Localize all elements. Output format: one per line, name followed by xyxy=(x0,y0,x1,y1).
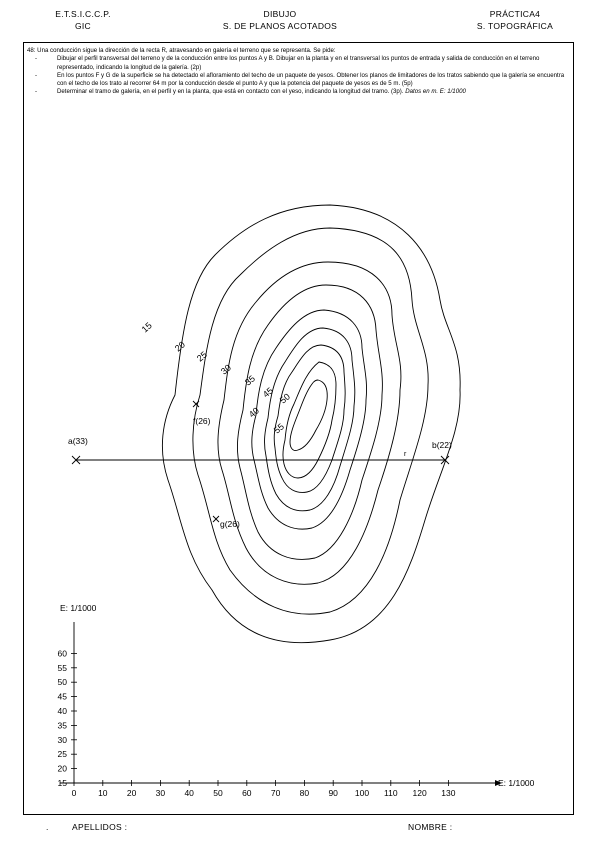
drawing-frame xyxy=(23,42,574,815)
profile-axes: E: 1/1000 E: 1/1000 60 55 50 45 40 35 30 25 20 15… xyxy=(58,603,535,798)
contour-50 xyxy=(282,361,337,479)
x-tick-label: 120 xyxy=(413,788,427,798)
y-tick-label: 60 xyxy=(58,648,68,658)
y-tick-label: 15 xyxy=(58,778,68,788)
x-tick-label: 100 xyxy=(355,788,369,798)
contour-label: 20 xyxy=(173,339,187,353)
x-tick-label: 80 xyxy=(300,788,310,798)
vertical-scale-label: E: 1/1000 xyxy=(60,603,97,613)
contour-label: 55 xyxy=(272,421,286,435)
contour-label: 50 xyxy=(278,391,292,405)
y-tick-label: 25 xyxy=(58,749,68,759)
y-tick-label: 35 xyxy=(58,720,68,730)
header-center: DIBUJO S. DE PLANOS ACOTADOS xyxy=(190,8,370,32)
contour-label: 30 xyxy=(219,362,233,376)
contour-label: 45 xyxy=(261,385,275,399)
point-a-label: a(33) xyxy=(68,436,88,446)
x-tick-label: 60 xyxy=(242,788,252,798)
x-axis-arrow xyxy=(495,780,502,786)
contour-label: 40 xyxy=(247,405,261,419)
contour-label: 25 xyxy=(195,349,209,363)
x-tick-label: 0 xyxy=(72,788,77,798)
y-tick-label: 55 xyxy=(58,663,68,673)
school-name: E.T.S.I.C.C.P. xyxy=(55,9,111,19)
contour-40 xyxy=(264,327,356,512)
x-tick-group: 0 10 20 30 40 50 60 70 80 90 100 110 120 130 xyxy=(72,780,456,798)
task-2: -En los puntos F y G de la superficie se… xyxy=(35,71,565,88)
x-tick-label: 40 xyxy=(184,788,194,798)
line-r: a(33) b(22) r xyxy=(68,436,452,465)
point-f-marker xyxy=(192,400,200,408)
x-tick-label: 90 xyxy=(328,788,338,798)
point-g-marker xyxy=(212,515,220,523)
subject-name: DIBUJO xyxy=(263,9,297,19)
contour-15 xyxy=(161,204,461,644)
contour-lines xyxy=(161,204,461,644)
topic-name: S. DE PLANOS ACOTADOS xyxy=(222,21,338,31)
contour-20 xyxy=(192,227,429,615)
point-a-marker xyxy=(71,455,81,465)
point-f: f(26) xyxy=(192,400,211,426)
practice-topic: S. TOPOGRÁFICA xyxy=(476,21,554,31)
contour-55 xyxy=(289,379,328,451)
x-tick-label: 70 xyxy=(271,788,281,798)
y-tick-label: 30 xyxy=(58,735,68,745)
contour-label-group: 15 20 25 30 35 40 45 50 55 xyxy=(140,320,292,435)
y-tick-label: 45 xyxy=(58,692,68,702)
exercise-intro: 48: Una conducción sigue la dirección de… xyxy=(27,47,336,54)
degree-name: GIC xyxy=(74,21,91,31)
practice-number: PRÁCTICA4 xyxy=(489,9,541,19)
header-left: E.T.S.I.C.C.P. GIC xyxy=(38,8,128,32)
y-tick-label: 20 xyxy=(58,764,68,774)
contour-label: 35 xyxy=(243,373,257,387)
name-label: NOMBRE : xyxy=(408,822,453,832)
x-tick-label: 20 xyxy=(127,788,137,798)
surnames-label: APELLIDOS : xyxy=(72,822,128,832)
contour-45 xyxy=(273,344,346,493)
point-f-label: f(26) xyxy=(193,416,211,426)
x-tick-label: 50 xyxy=(213,788,223,798)
contour-35 xyxy=(251,309,367,530)
footer-dot: . xyxy=(46,822,49,832)
horizontal-scale-label: E: 1/1000 xyxy=(498,778,535,788)
y-tick-group: 60 55 50 45 40 35 30 25 20 15 xyxy=(58,648,77,788)
x-tick-label: 110 xyxy=(384,788,398,798)
point-g-label: g(26) xyxy=(220,519,240,529)
x-tick-label: 10 xyxy=(98,788,108,798)
point-b-marker xyxy=(440,455,450,465)
x-tick-label: 30 xyxy=(156,788,166,798)
exercise-statement: 48: Una conducción sigue la dirección de… xyxy=(27,47,572,97)
line-r-label: r xyxy=(404,451,407,458)
task-1: -Dibujar el perfil transversal del terre… xyxy=(35,55,540,71)
contour-30 xyxy=(236,284,383,560)
scale-note: Datos en m. E: 1/1000 xyxy=(405,88,466,96)
x-tick-label: 130 xyxy=(441,788,455,798)
contour-label: 15 xyxy=(140,320,154,334)
point-b-label: b(22) xyxy=(432,440,452,450)
contour-25 xyxy=(217,261,402,585)
task-3: -Determinar el tramo de galería, en el p… xyxy=(35,88,466,96)
point-g: g(26) xyxy=(212,515,240,529)
header-right: PRÁCTICA4 S. TOPOGRÁFICA xyxy=(455,8,575,32)
y-tick-label: 50 xyxy=(58,677,68,687)
y-tick-label: 40 xyxy=(58,706,68,716)
